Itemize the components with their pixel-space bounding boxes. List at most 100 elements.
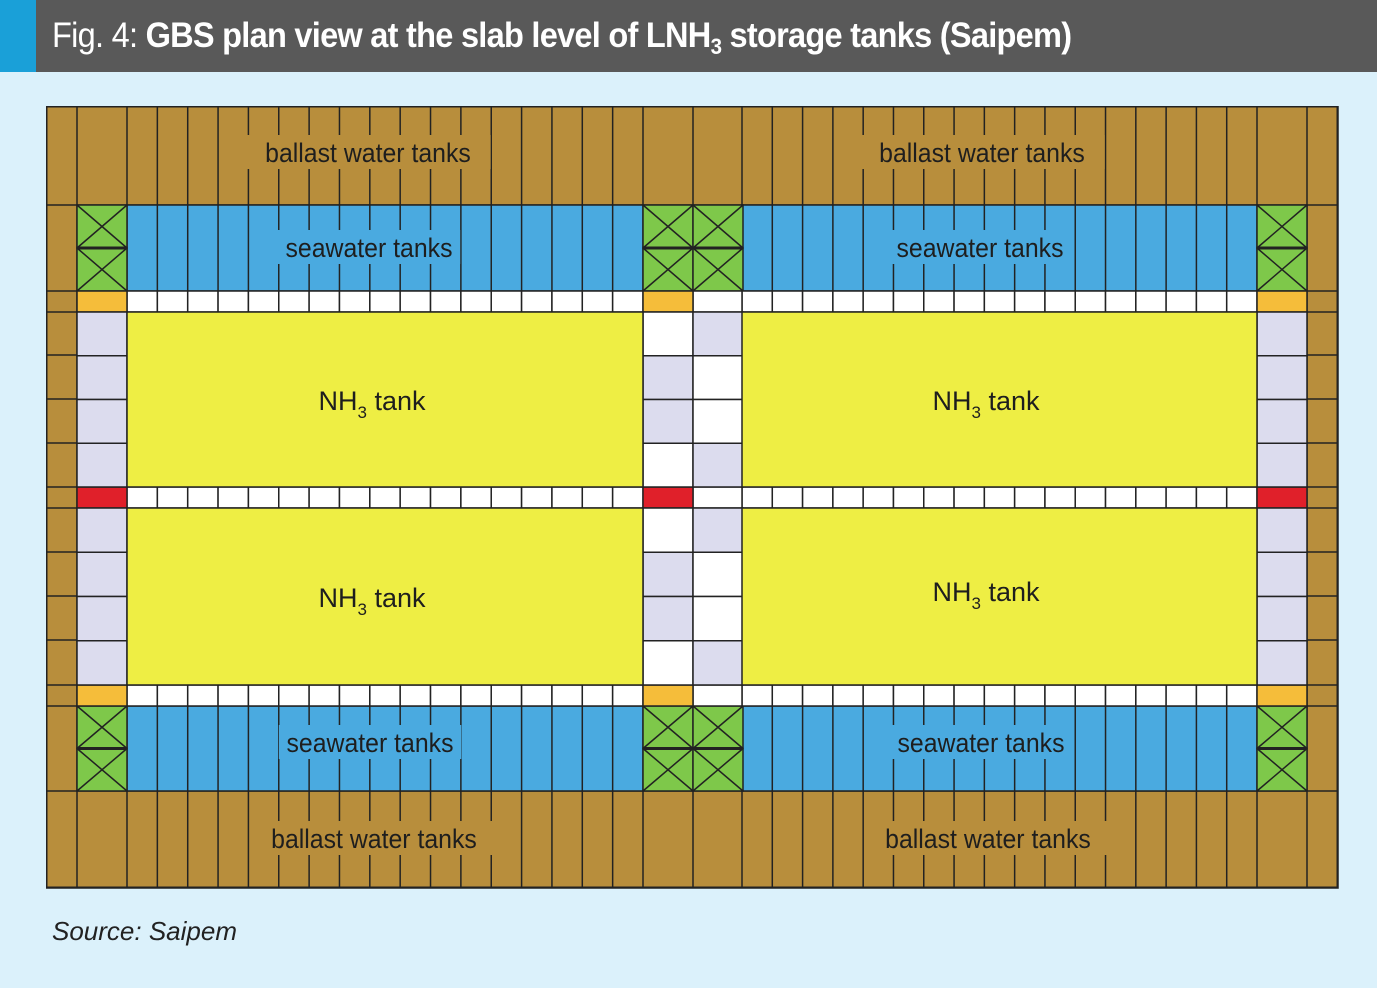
cross-box-diagonal	[642, 747, 694, 792]
row-cell	[832, 684, 864, 707]
cross-box-diagonal	[1256, 747, 1308, 792]
cross-box-diagonal	[76, 747, 128, 792]
row-cell	[126, 684, 159, 707]
row-cell	[1104, 684, 1137, 707]
cross-box-diagonal	[1256, 705, 1308, 750]
figure-title-subscript: 3	[710, 34, 722, 59]
row-cell	[581, 684, 614, 707]
row-cell	[923, 486, 955, 509]
row-cell	[1195, 684, 1228, 707]
row-cell	[217, 684, 250, 707]
row-cell	[892, 684, 925, 707]
row-cell	[520, 684, 553, 707]
row-cell	[338, 684, 371, 707]
nh3-tank-top-left	[126, 311, 644, 488]
column-cell	[642, 595, 694, 642]
row-cell	[429, 290, 462, 313]
nh3-tank-top-right	[741, 311, 1258, 488]
column-cell	[642, 507, 694, 553]
nh3-label-top-left: NH3 tank	[318, 386, 426, 422]
row-cell	[1135, 486, 1167, 509]
corner-cell-orange	[76, 290, 128, 313]
figure-header: Fig. 4: GBS plan view at the slab level …	[0, 0, 1377, 72]
column-cell	[642, 398, 694, 444]
row-cell	[369, 684, 401, 707]
row-cell	[551, 290, 584, 313]
row-cell	[611, 486, 644, 509]
nh3-tank-bottom-left	[126, 507, 644, 686]
row-cell	[520, 290, 553, 313]
corner-cell-orange	[642, 290, 694, 313]
column-cell	[692, 595, 744, 642]
row-cell	[490, 684, 523, 707]
row-cell	[801, 290, 834, 313]
column-cell	[76, 311, 128, 357]
row-cell	[126, 290, 159, 313]
row-cell	[1225, 486, 1258, 509]
column-cell	[642, 311, 694, 357]
column-cell	[642, 640, 694, 686]
row-cell	[892, 290, 925, 313]
cross-box-diagonal	[692, 247, 744, 292]
column-cell	[1256, 551, 1308, 598]
row-cell	[1013, 290, 1046, 313]
column-cell	[1256, 442, 1308, 488]
corner-cell-orange	[76, 684, 128, 707]
row-cell	[369, 486, 401, 509]
row-cell	[460, 486, 492, 509]
column-cell	[1256, 507, 1308, 553]
row-cell	[1074, 684, 1107, 707]
row-cell	[1225, 290, 1258, 313]
nh3-tank-bottom-right	[741, 507, 1258, 686]
row-cell	[862, 486, 895, 509]
row-cell	[247, 290, 280, 313]
row-cell	[801, 684, 834, 707]
row-cell	[953, 290, 986, 313]
nh3-label-bottom-right: NH3 tank	[932, 577, 1040, 613]
seawater-label-bottom-right: seawater tanks	[897, 729, 1064, 758]
column-cell	[642, 355, 694, 401]
column-cell	[692, 551, 744, 598]
cross-box-diagonal	[692, 204, 744, 249]
row-cell	[862, 290, 895, 313]
row-cell	[832, 486, 864, 509]
row-cell	[692, 290, 743, 313]
seawater-label-top-left: seawater tanks	[285, 234, 452, 263]
column-cell	[76, 640, 128, 686]
corner-cell-red	[642, 486, 694, 509]
seawater-label-bottom-left-bg	[278, 725, 462, 759]
row-cell	[186, 290, 219, 313]
row-cell	[399, 684, 432, 707]
row-cell	[1195, 290, 1228, 313]
column-cell	[76, 507, 128, 553]
column-cell	[692, 355, 744, 401]
row-cell	[399, 290, 432, 313]
row-cell	[741, 486, 774, 509]
cross-box-diagonal	[76, 204, 128, 249]
cross-box-diagonal	[76, 705, 128, 750]
column-cell	[1256, 311, 1308, 357]
row-cell	[983, 290, 1016, 313]
corner-cell-orange	[1256, 290, 1308, 313]
row-cell	[460, 290, 492, 313]
column-cell	[1256, 595, 1308, 642]
column-cell	[642, 442, 694, 488]
row-cell	[1074, 290, 1107, 313]
row-cell	[217, 486, 250, 509]
column-cell	[692, 507, 744, 553]
column-cell	[76, 355, 128, 401]
row-cell	[1195, 486, 1228, 509]
row-cell	[611, 290, 644, 313]
row-cell	[278, 290, 310, 313]
row-cell	[247, 486, 280, 509]
column-cell	[76, 595, 128, 642]
row-cell	[1165, 290, 1198, 313]
ballast-label-bottom-right-bg	[865, 821, 1111, 855]
row-cell	[923, 290, 955, 313]
seawater-label-top-right-bg	[888, 230, 1072, 264]
row-cell	[1104, 486, 1137, 509]
row-cell	[278, 486, 310, 509]
corner-cell-red	[76, 486, 128, 509]
row-cell	[1074, 486, 1107, 509]
row-cell	[1044, 684, 1076, 707]
